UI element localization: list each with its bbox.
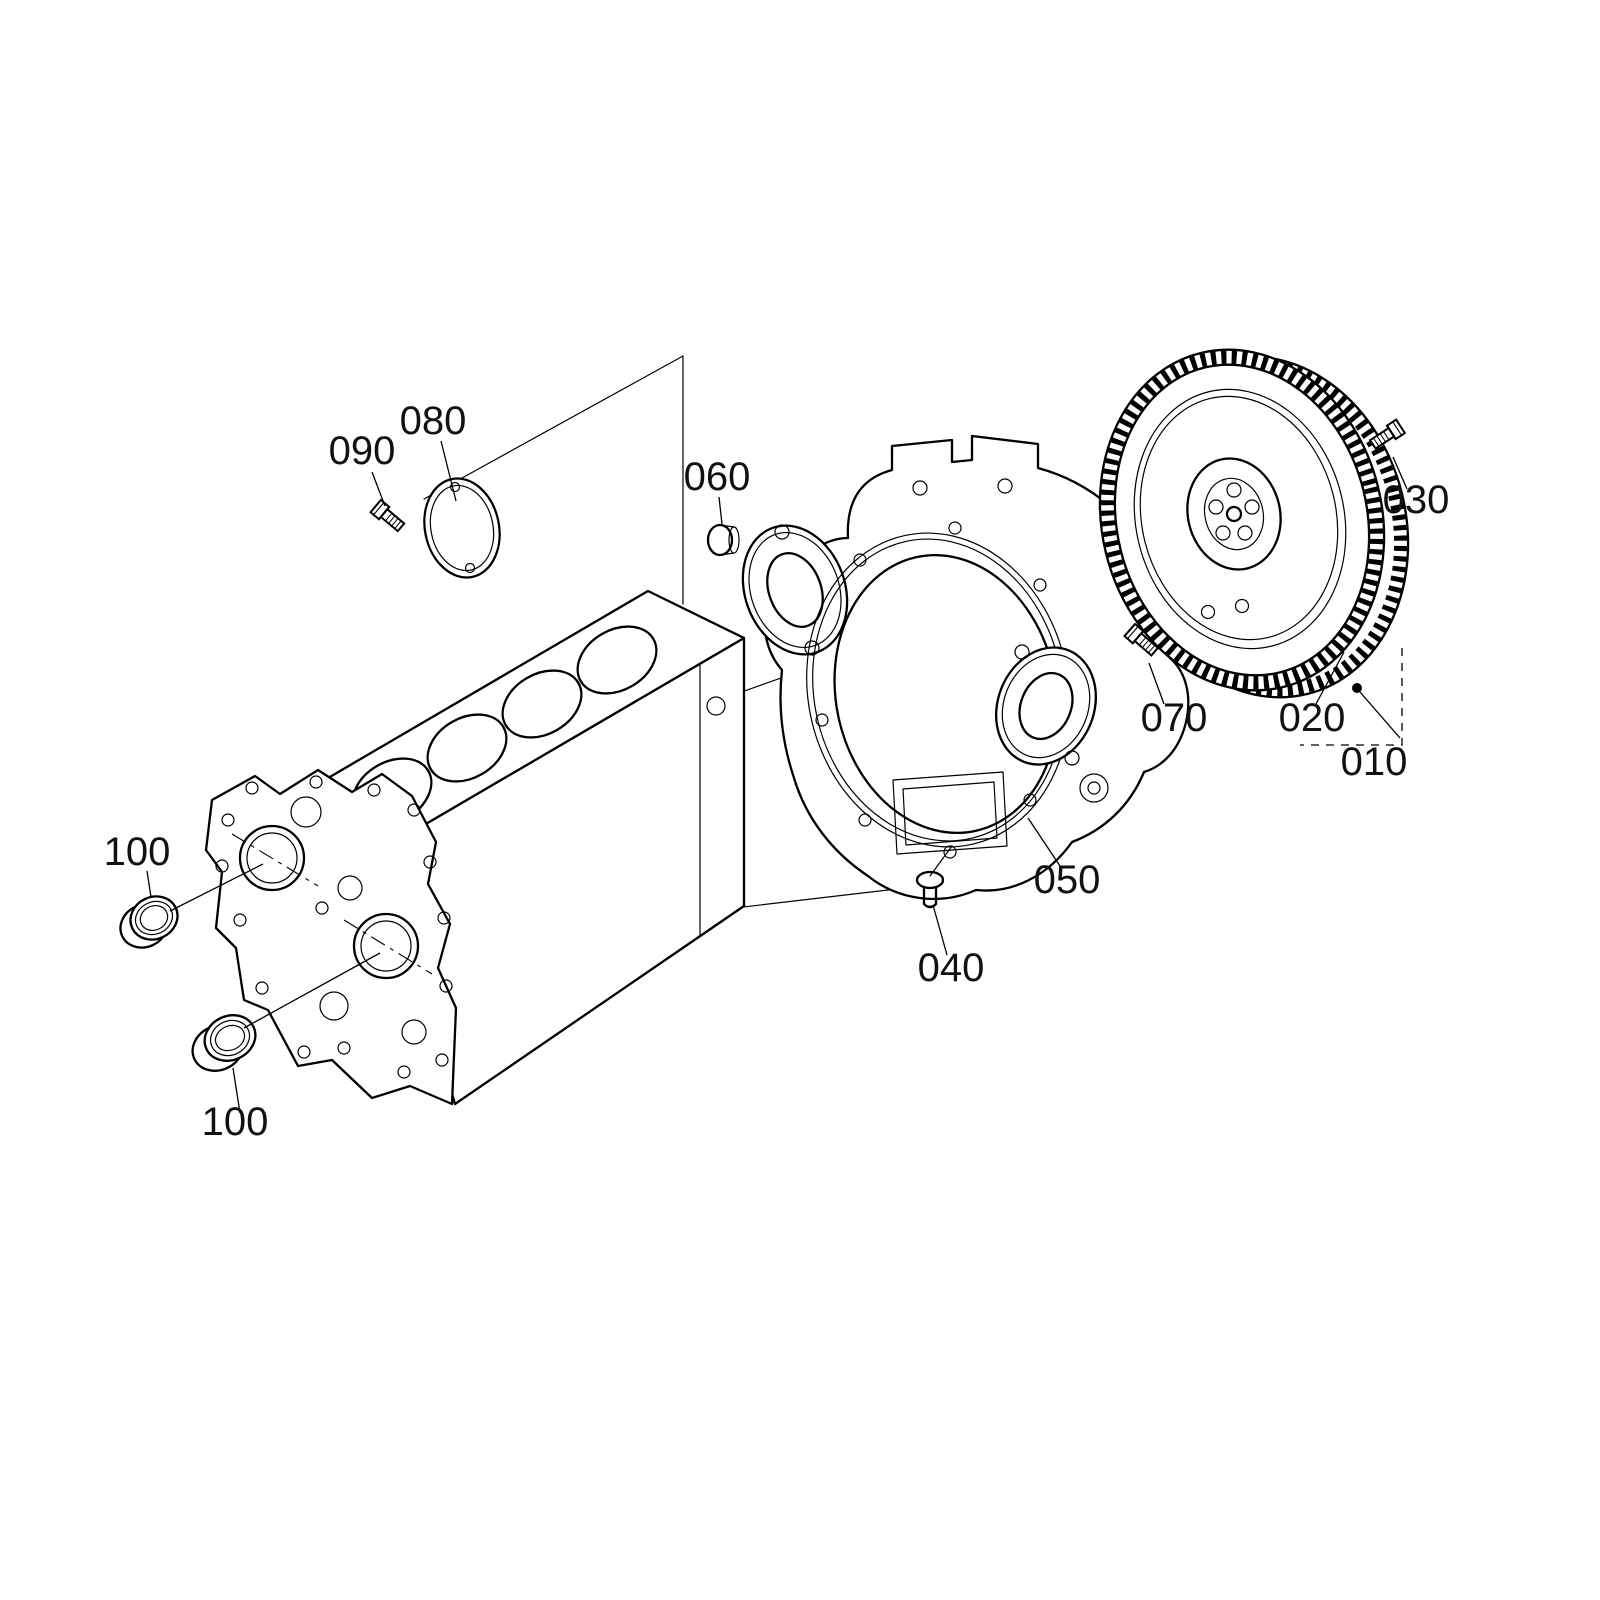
housing-bottom-window [892,771,1008,855]
callout-010-dot [1352,683,1362,693]
bolt-090 [369,498,408,535]
callout-030-label[interactable]: 030 [1383,478,1450,522]
callout-070-label[interactable]: 070 [1141,696,1208,740]
plug-060 [706,523,740,557]
front-face-bolt-holes [215,775,453,1079]
engine-block [204,589,746,1106]
callout-010-bracket [1300,648,1403,746]
flywheel-housing [741,434,1190,901]
crankshaft-bore [238,824,306,892]
flywheel-hub [1186,457,1282,571]
callout-060-label[interactable]: 060 [684,455,751,499]
camshaft-bore [352,912,420,980]
callout-100-front-label[interactable]: 100 [104,830,171,874]
plug-040 [915,845,953,909]
callout-020-label[interactable]: 020 [1279,696,1346,740]
oil-seal-100-front [119,895,179,949]
callout-080-label[interactable]: 080 [400,399,467,443]
callout-040-label[interactable]: 040 [918,946,985,990]
callout-010-label[interactable]: 010 [1341,740,1408,784]
housing-left-flange [741,524,849,656]
front-face-openings [290,796,427,1045]
oil-seal-100-rear [191,1014,257,1072]
callout-050-label[interactable]: 050 [1034,858,1101,902]
callout-labels: 080 090 060 030 070 020 010 050 040 100 … [104,399,1450,1144]
ring-gear-inner-edge [1113,363,1371,677]
housing-right-flange [994,644,1098,766]
callout-100-rear-label[interactable]: 100 [202,1100,269,1144]
engine-block-front-face [204,768,458,1106]
callout-090-label[interactable]: 090 [329,429,396,473]
leader-lines [146,440,1408,1114]
ring-gear-teeth [1100,350,1384,690]
cover-plate-080 [423,477,501,579]
flywheel [1098,348,1410,699]
